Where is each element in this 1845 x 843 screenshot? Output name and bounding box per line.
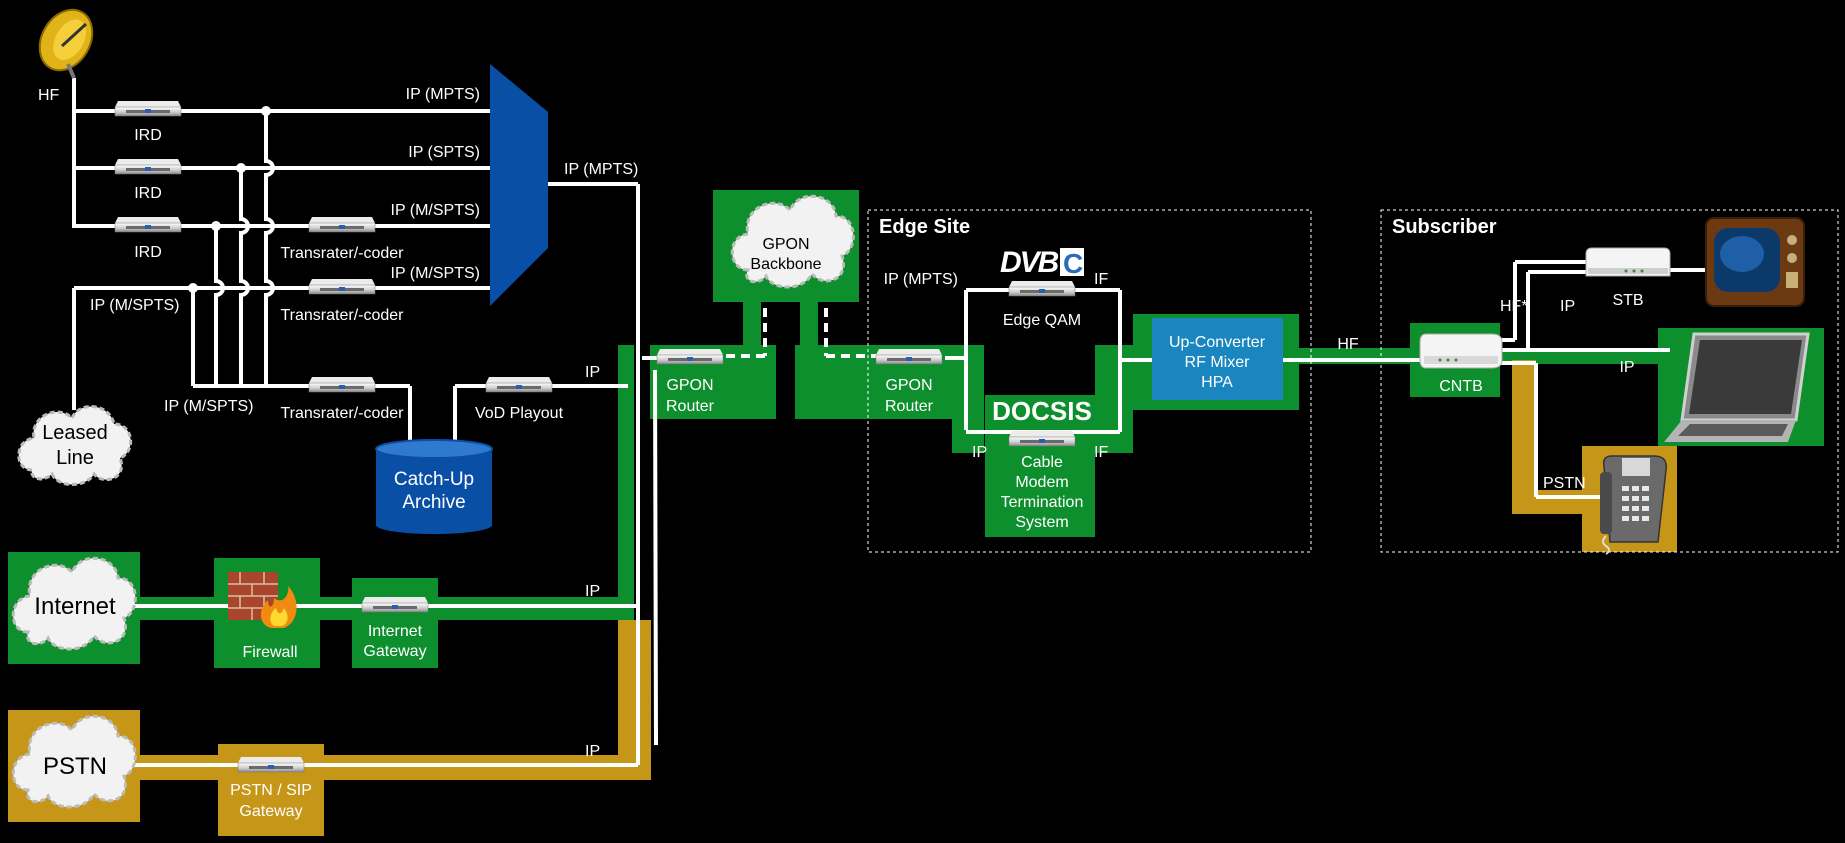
edge-site-box	[867, 209, 1312, 553]
stb-icon	[1585, 247, 1671, 277]
internet-gateway-label-2: Gateway	[363, 643, 426, 660]
ird-3-label: IRD	[134, 244, 162, 261]
docsis-label: DOCSIS	[992, 396, 1092, 426]
internet-gateway-label-1: Internet	[368, 623, 423, 640]
transrater-1-label: Transrater/-coder	[281, 245, 405, 262]
hf-link-label: HF	[1337, 336, 1359, 353]
cmts-server	[1008, 430, 1076, 447]
gpon-backbone-label-1: GPON	[762, 236, 809, 253]
leased-line-label-1: Leased	[42, 422, 108, 444]
cntb-label: CNTB	[1439, 378, 1483, 395]
edge-qam-label: Edge QAM	[1003, 312, 1081, 329]
bottom-ip-mspts-label: IP (M/SPTS)	[164, 398, 254, 415]
mux-in-ip-mspts-1: IP (M/SPTS)	[391, 202, 481, 219]
edge-qam-server	[1008, 280, 1076, 297]
cmts-if-label: IF	[1094, 444, 1108, 461]
gpon-router-core-label-1: GPON	[666, 377, 713, 394]
internet-gateway-server	[361, 596, 429, 613]
cmts-label-1: Cable	[1021, 454, 1063, 471]
ird-1	[114, 100, 182, 117]
satellite-dish-icon	[38, 8, 94, 79]
gpon-backbone-label-2: Backbone	[750, 256, 821, 273]
cmts-label-2: Modem	[1015, 474, 1068, 491]
phone-pstn-label: PSTN	[1543, 475, 1586, 492]
catchup-label-1: Catch-Up	[394, 469, 474, 490]
mux-in-ip-spts: IP (SPTS)	[408, 144, 480, 161]
laptop-icon	[1664, 332, 1810, 442]
catchup-label-2: Archive	[402, 492, 465, 513]
stb-ip-label: IP	[1560, 298, 1575, 315]
junction-dots	[188, 106, 271, 293]
laptop-ip-label: IP	[1619, 359, 1634, 376]
phone-icon	[1600, 455, 1667, 555]
upconverter-label-3: HPA	[1201, 374, 1233, 391]
ird-3	[114, 216, 182, 233]
ird-2-label: IRD	[134, 185, 162, 202]
gpon-backbone-cloud-icon	[730, 194, 855, 289]
pstn-ip-label: IP	[585, 743, 600, 760]
catchup-archive-database-icon	[375, 439, 493, 534]
edge-ip-mpts-label: IP (MPTS)	[884, 271, 958, 288]
pstn-gateway-label-1: PSTN / SIP	[230, 782, 312, 799]
gpon-router-core	[656, 348, 724, 365]
firewall-label: Firewall	[242, 644, 297, 661]
subscriber-title: Subscriber	[1392, 216, 1497, 238]
mux-in-ip-mpts: IP (MPTS)	[406, 86, 480, 103]
internet-cloud-icon	[11, 556, 137, 651]
mux-in-ip-mspts-2: IP (M/SPTS)	[391, 265, 481, 282]
pstn-label: PSTN	[43, 753, 107, 780]
edge-if-top-label: IF	[1094, 271, 1108, 288]
firewall-icon	[228, 572, 297, 628]
vod-playout-server	[485, 376, 553, 393]
internet-ip-label: IP	[585, 583, 600, 600]
transrater-3-label: Transrater/-coder	[281, 405, 405, 422]
pstn-sip-gateway-server	[237, 756, 305, 773]
multiplexer-icon	[490, 64, 548, 306]
leased-ip-mspts-label: IP (M/SPTS)	[90, 297, 180, 314]
internet-label: Internet	[34, 593, 116, 620]
tv-icon	[1705, 217, 1805, 307]
cmts-label-3: Termination	[1001, 494, 1084, 511]
leased-line-label-2: Line	[56, 447, 94, 469]
cmts-ip-label: IP	[972, 444, 987, 461]
leased-line-cloud-icon	[17, 405, 133, 486]
stb-label: STB	[1612, 292, 1643, 309]
transrater-1	[308, 216, 376, 233]
upconverter-box	[1152, 318, 1283, 400]
gpon-router-core-label-2: Router	[666, 398, 715, 415]
dvbc-logo-icon: DVB C	[1000, 246, 1084, 279]
ird-2	[114, 158, 182, 175]
gpon-router-edge-label-2: Router	[885, 398, 934, 415]
cntb-modem-icon	[1419, 333, 1503, 369]
svg-text:C: C	[1063, 248, 1083, 279]
transrater-2	[308, 278, 376, 295]
pstn-cloud-icon	[11, 714, 137, 809]
dashed-gpon-links	[700, 308, 880, 358]
hf-star-label: HF*	[1500, 298, 1528, 315]
mux-out-ip-mpts: IP (MPTS)	[564, 161, 638, 178]
gpon-router-edge-label-1: GPON	[885, 377, 932, 394]
pstn-gateway-label-2: Gateway	[239, 803, 302, 820]
satellite-hf-label: HF	[38, 87, 60, 104]
cmts-label-4: System	[1015, 514, 1068, 531]
ird-1-label: IRD	[134, 127, 162, 144]
vod-playout-label: VoD Playout	[475, 405, 564, 422]
upconverter-label-1: Up-Converter	[1169, 334, 1266, 351]
transrater-2-label: Transrater/-coder	[281, 307, 405, 324]
edge-site-title: Edge Site	[879, 216, 970, 238]
gpon-router-edge	[875, 348, 943, 365]
transrater-3	[308, 376, 376, 393]
vod-ip-label: IP	[585, 364, 600, 381]
subscriber-box	[1380, 209, 1839, 553]
svg-text:DVB: DVB	[1000, 246, 1059, 279]
upconverter-label-2: RF Mixer	[1185, 354, 1251, 371]
